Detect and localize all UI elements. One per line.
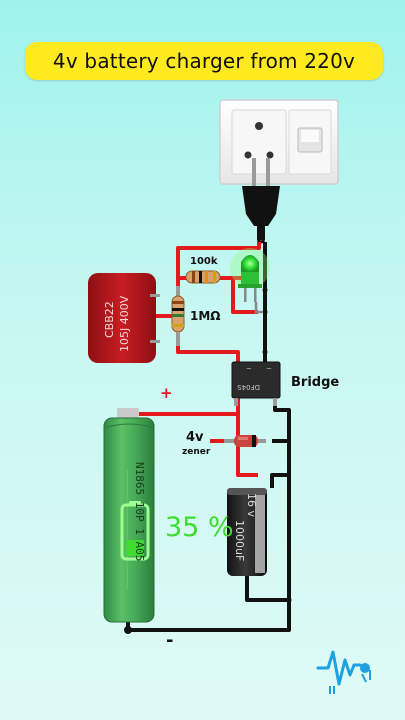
liion-battery bbox=[103, 408, 155, 623]
zener-label: zener bbox=[182, 447, 211, 457]
wall-outlet bbox=[219, 99, 339, 185]
resistor-1m-label: 1MΩ bbox=[190, 309, 221, 323]
film-capacitor bbox=[88, 273, 160, 363]
capacitor-text-1: CBB22 bbox=[103, 301, 116, 338]
charge-percent: 35 % bbox=[165, 512, 234, 543]
charge-indicator bbox=[120, 501, 150, 561]
battery-text: N1865 10P 1 A05 bbox=[133, 462, 146, 561]
resistor-100k bbox=[185, 270, 221, 284]
resistor-100k-label: 100k bbox=[190, 256, 218, 267]
wire-junctions bbox=[124, 287, 292, 634]
svg-text:~: ~ bbox=[246, 365, 252, 373]
electrolytic-capacitor bbox=[227, 488, 267, 576]
electrolytic-text-2: 1000uF bbox=[233, 520, 246, 561]
title-banner: 4v battery charger from 220v bbox=[25, 42, 383, 80]
bridge-marking: DF04S bbox=[237, 383, 260, 391]
svg-text:~: ~ bbox=[266, 365, 272, 373]
capacitor-text-2: 105J 400V bbox=[118, 295, 131, 352]
zener-voltage-label: 4v bbox=[186, 430, 204, 445]
bridge-label: Bridge bbox=[291, 375, 340, 390]
zener-diode bbox=[224, 435, 266, 447]
electrolytic-text-1: 16 v bbox=[245, 493, 258, 517]
bridge-rectifier: ~ ~ bbox=[231, 361, 281, 406]
charge-fill bbox=[126, 540, 144, 556]
negative-label: - bbox=[166, 630, 174, 651]
title-text: 4v battery charger from 220v bbox=[52, 49, 356, 73]
green-led bbox=[230, 248, 270, 314]
positive-label: + bbox=[160, 384, 173, 402]
brand-logo bbox=[316, 650, 371, 694]
resistor-1m bbox=[171, 286, 185, 346]
